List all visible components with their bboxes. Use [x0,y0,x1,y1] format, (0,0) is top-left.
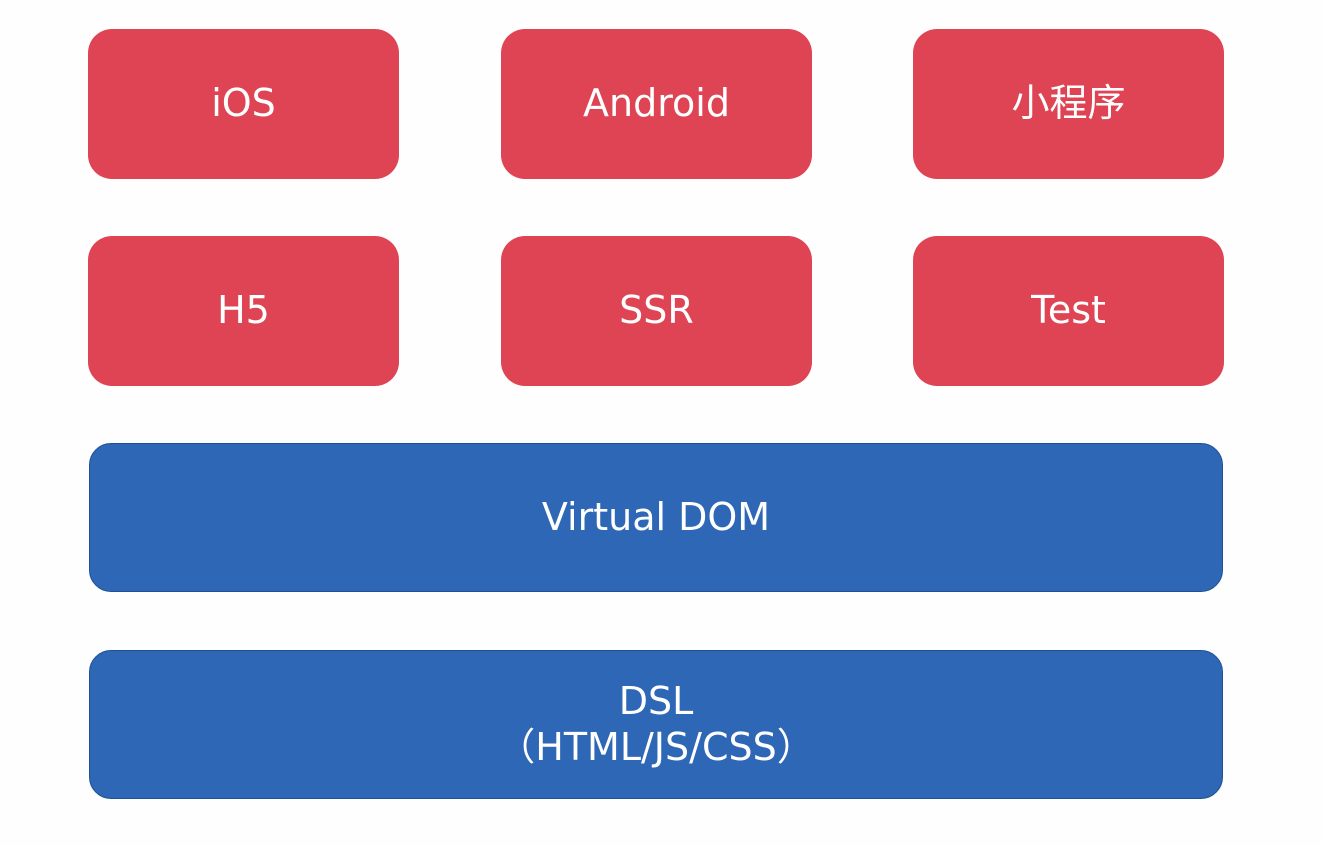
platform-box-mini-program: 小程序 [913,29,1224,179]
platform-box-android: Android [501,29,812,179]
platform-label-ios: iOS [211,81,276,126]
platform-box-test: Test [913,236,1224,386]
platform-box-h5: H5 [88,236,399,386]
platform-label-test: Test [1031,288,1106,333]
platform-label-ssr: SSR [619,288,694,333]
layer-label-virtual-dom: Virtual DOM [541,494,771,539]
layer-box-dsl: DSL （HTML/JS/CSS） [89,650,1223,799]
platform-label-h5: H5 [217,288,270,333]
layer-subtitle-dsl: （HTML/JS/CSS） [497,724,815,769]
layer-title-dsl: DSL [618,678,694,723]
layer-box-virtual-dom: Virtual DOM [89,443,1223,592]
platform-box-ios: iOS [88,29,399,179]
platform-label-android: Android [583,81,730,126]
platform-box-ssr: SSR [501,236,812,386]
platform-label-mini-program: 小程序 [1011,81,1126,126]
